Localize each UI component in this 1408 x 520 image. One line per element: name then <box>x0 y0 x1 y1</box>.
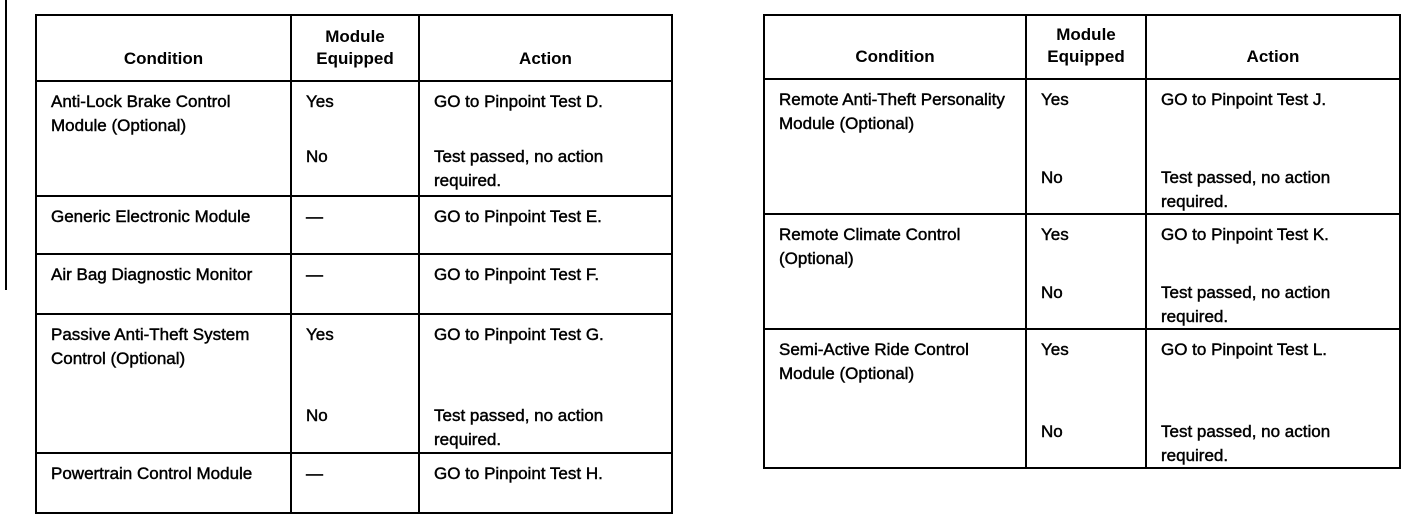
equipped-yes: Yes <box>306 325 334 344</box>
header-row: Condition Module Equipped Action <box>35 14 673 82</box>
equipped-no: No <box>1041 422 1063 441</box>
table-row: Generic Electronic Module — GO to Pinpoi… <box>35 195 673 255</box>
action-cell: GO to Pinpoint Test F. <box>434 265 600 284</box>
equipped-no: No <box>306 147 328 166</box>
equipped-no: No <box>306 406 328 425</box>
condition-cell: Air Bag Diagnostic Monitor <box>51 265 253 284</box>
condition-cell: Passive Anti-Theft System Control (Optio… <box>51 325 250 368</box>
header-condition: Condition <box>763 14 1027 80</box>
table-row: Anti-Lock Brake Control Module (Optional… <box>35 80 673 197</box>
equipped-yes: Yes <box>1041 90 1069 109</box>
table-row: Air Bag Diagnostic Monitor — GO to Pinpo… <box>35 253 673 315</box>
table-row: Powertrain Control Module — GO to Pinpoi… <box>35 452 673 514</box>
header-module-equipped: Module Equipped <box>1025 14 1147 80</box>
module-table-left: Condition Module Equipped Action Anti-Lo… <box>35 14 673 514</box>
equipped-yes: Yes <box>306 92 334 111</box>
condition-cell: Powertrain Control Module <box>51 464 253 483</box>
module-table-right: Condition Module Equipped Action Remote … <box>763 14 1401 469</box>
action-yes: GO to Pinpoint Test G. <box>434 325 604 344</box>
equipped-cell: — <box>306 464 323 483</box>
action-yes: GO to Pinpoint Test K. <box>1161 225 1329 244</box>
table-row: Semi-Active Ride Control Module (Optiona… <box>763 328 1401 469</box>
equipped-cell: — <box>306 207 323 226</box>
condition-cell: Semi-Active Ride Control Module (Optiona… <box>779 340 969 383</box>
margin-rule <box>5 0 7 290</box>
equipped-no: No <box>1041 283 1063 302</box>
action-yes: GO to Pinpoint Test D. <box>434 92 603 111</box>
condition-cell: Generic Electronic Module <box>51 207 251 226</box>
action-cell: GO to Pinpoint Test E. <box>434 207 602 226</box>
condition-cell: Remote Anti-Theft Personality Module (Op… <box>779 90 1005 133</box>
header-action: Action <box>418 14 673 82</box>
equipped-yes: Yes <box>1041 340 1069 359</box>
equipped-no: No <box>1041 168 1063 187</box>
action-no: Test passed, no action required. <box>1161 422 1331 465</box>
action-no: Test passed, no action required. <box>434 147 604 190</box>
header-condition: Condition <box>35 14 292 82</box>
equipped-yes: Yes <box>1041 225 1069 244</box>
condition-cell: Remote Climate Control (Optional) <box>779 225 961 268</box>
action-yes: GO to Pinpoint Test L. <box>1161 340 1327 359</box>
condition-cell: Anti-Lock Brake Control Module (Optional… <box>51 92 231 135</box>
action-no: Test passed, no action required. <box>434 406 604 449</box>
action-no: Test passed, no action required. <box>1161 283 1331 326</box>
table-row: Passive Anti-Theft System Control (Optio… <box>35 313 673 454</box>
header-row: Condition Module Equipped Action <box>763 14 1401 80</box>
action-cell: GO to Pinpoint Test H. <box>434 464 603 483</box>
header-action: Action <box>1145 14 1401 80</box>
table-row: Remote Anti-Theft Personality Module (Op… <box>763 78 1401 215</box>
equipped-cell: — <box>306 265 323 284</box>
action-no: Test passed, no action required. <box>1161 168 1331 211</box>
header-module-equipped: Module Equipped <box>290 14 420 82</box>
action-yes: GO to Pinpoint Test J. <box>1161 90 1327 109</box>
